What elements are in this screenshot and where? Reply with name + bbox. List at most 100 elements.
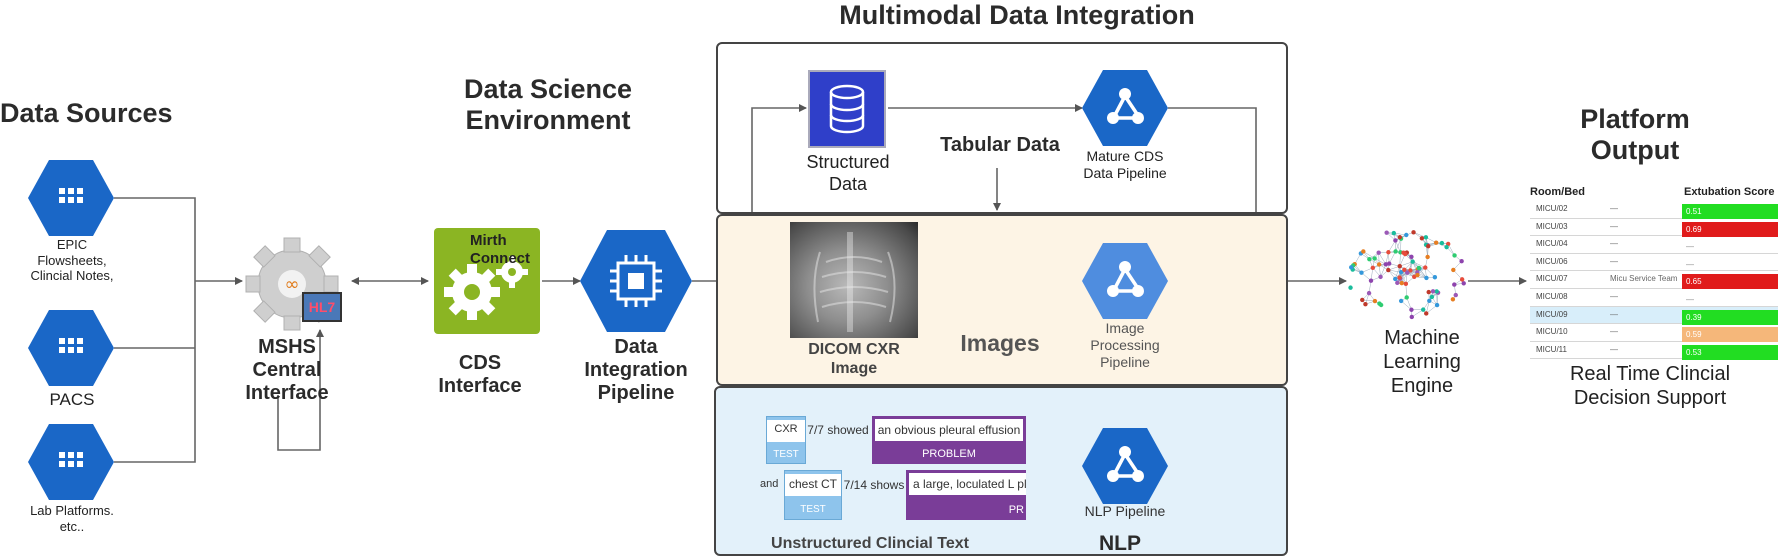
brain-node: [1411, 230, 1416, 235]
brain-node: [1395, 280, 1400, 286]
row-team: —: [1610, 256, 1618, 266]
mshs-label: MSHS Central Interface: [245, 336, 329, 404]
dip-label: Data Integration Pipeline: [584, 336, 688, 404]
table-row: MICU/10—0.59: [1530, 324, 1778, 343]
brain-link: [1412, 261, 1426, 268]
row-team: —: [1610, 221, 1618, 231]
brain-node: [1427, 298, 1432, 303]
row-score: 0.53: [1682, 344, 1778, 360]
brain-node: [1360, 297, 1365, 303]
brain-node: [1433, 240, 1439, 245]
cds-interface-label: CDS Interface: [438, 352, 522, 397]
brain-link: [1380, 264, 1387, 277]
brain-link: [1399, 253, 1406, 267]
row-score: 0.59: [1682, 327, 1778, 343]
brain-link: [1378, 252, 1387, 265]
epic-label: EPIC Flowsheets, Clincial Notes,: [30, 237, 114, 284]
brain-node: [1434, 302, 1440, 308]
row-room: MICU/09: [1536, 309, 1568, 319]
nlp-heading: NLP: [1099, 532, 1141, 555]
row-room: MICU/07: [1536, 274, 1568, 284]
brain-node: [1409, 254, 1414, 259]
row-score: —: [1686, 242, 1694, 252]
tabular-data-heading: Tabular Data: [940, 134, 1060, 156]
brain-link: [1405, 283, 1407, 298]
row-team: Micu Service Team: [1610, 274, 1678, 284]
row-score: —: [1686, 294, 1694, 304]
row-team: —: [1610, 344, 1618, 354]
brain-link: [1428, 242, 1442, 247]
nlp-test-tag-2: TEST: [800, 504, 826, 515]
brain-link: [1395, 238, 1402, 252]
brain-node: [1398, 298, 1404, 304]
hl7-monitor-icon: HL7: [302, 292, 342, 322]
row-score: —: [1686, 259, 1694, 269]
brain-node: [1397, 275, 1402, 280]
gear-icon: ∞: [245, 237, 339, 331]
nlp-test-tag-1: TEST: [773, 449, 799, 460]
brain-link: [1411, 309, 1424, 318]
nlp-problem-chip-2: a large, loculated L ple PR: [906, 470, 1026, 520]
brain-node: [1451, 267, 1456, 273]
nlp-problem-2: a large, loculated L ple: [909, 473, 1026, 495]
brain-node: [1423, 235, 1429, 240]
brain-node: [1386, 267, 1391, 273]
brain-link: [1411, 256, 1420, 269]
table-row: MICU/02—0.51: [1530, 201, 1778, 219]
row-room: MICU/02: [1536, 204, 1568, 213]
nlp-test-1: CXR: [774, 423, 798, 435]
brain-node: [1403, 281, 1409, 287]
nlp-test-chip-1: CXR TEST: [766, 416, 806, 464]
brain-link: [1401, 269, 1405, 284]
brain-node: [1426, 243, 1431, 249]
output-caption: Real Time Clincial Decision Support: [1569, 363, 1731, 409]
brain-node: [1361, 249, 1366, 254]
brain-node: [1372, 298, 1378, 304]
table-row: MICU/07 Micu Service Team 0.65: [1530, 271, 1778, 290]
brain-node: [1349, 265, 1354, 270]
brain-link: [1363, 251, 1375, 259]
table-row: MICU/08——: [1530, 289, 1778, 307]
brain-node: [1415, 272, 1420, 278]
brain-node: [1426, 289, 1431, 295]
brain-node: [1405, 270, 1410, 275]
brain-node: [1363, 301, 1368, 307]
brain-node: [1359, 270, 1364, 275]
images-heading: Images: [960, 330, 1040, 356]
brain-node: [1386, 250, 1391, 255]
nlp-prefix-2: and: [760, 478, 779, 490]
nlp-text-1: 7/7 showed: [807, 423, 869, 437]
brain-node: [1434, 289, 1439, 294]
row-room: MICU/03: [1536, 221, 1568, 231]
brain-node: [1387, 261, 1392, 266]
brain-node: [1397, 264, 1402, 269]
brain-node: [1397, 235, 1403, 240]
nlp-pipeline-hex-icon: [1082, 428, 1168, 504]
brain-link: [1395, 272, 1408, 280]
row-room: MICU/11: [1536, 344, 1567, 354]
brain-node: [1391, 230, 1397, 236]
lab-label: Lab Platforms. etc..: [30, 503, 114, 534]
image-pipeline-label: Image Processing Pipeline: [1090, 320, 1160, 370]
source-merge-line: [114, 197, 196, 463]
brain-node: [1424, 311, 1429, 316]
row-score: 0.65: [1682, 274, 1778, 290]
mature-cds-label: Mature CDS Data Pipeline: [1083, 148, 1167, 181]
brain-link: [1399, 252, 1401, 267]
brain-node: [1444, 244, 1449, 250]
table-row: MICU/09—0.39: [1530, 306, 1778, 325]
row-room: MICU/08: [1536, 291, 1568, 301]
chest-xray-image: [790, 222, 918, 338]
brain-node: [1393, 249, 1398, 254]
brain-node: [1423, 265, 1428, 270]
row-team: —: [1610, 309, 1618, 319]
brain-node: [1376, 262, 1382, 267]
brain-node: [1430, 289, 1436, 294]
nlp-test-chip-2: chest CT TEST: [784, 470, 842, 520]
brain-node: [1393, 276, 1398, 282]
mirth-connect-box: [434, 228, 540, 334]
brain-node: [1459, 258, 1464, 264]
brain-node: [1409, 307, 1414, 312]
output-table-header: Room/Bed Extubation Score: [1530, 186, 1778, 200]
brain-node: [1402, 267, 1407, 273]
